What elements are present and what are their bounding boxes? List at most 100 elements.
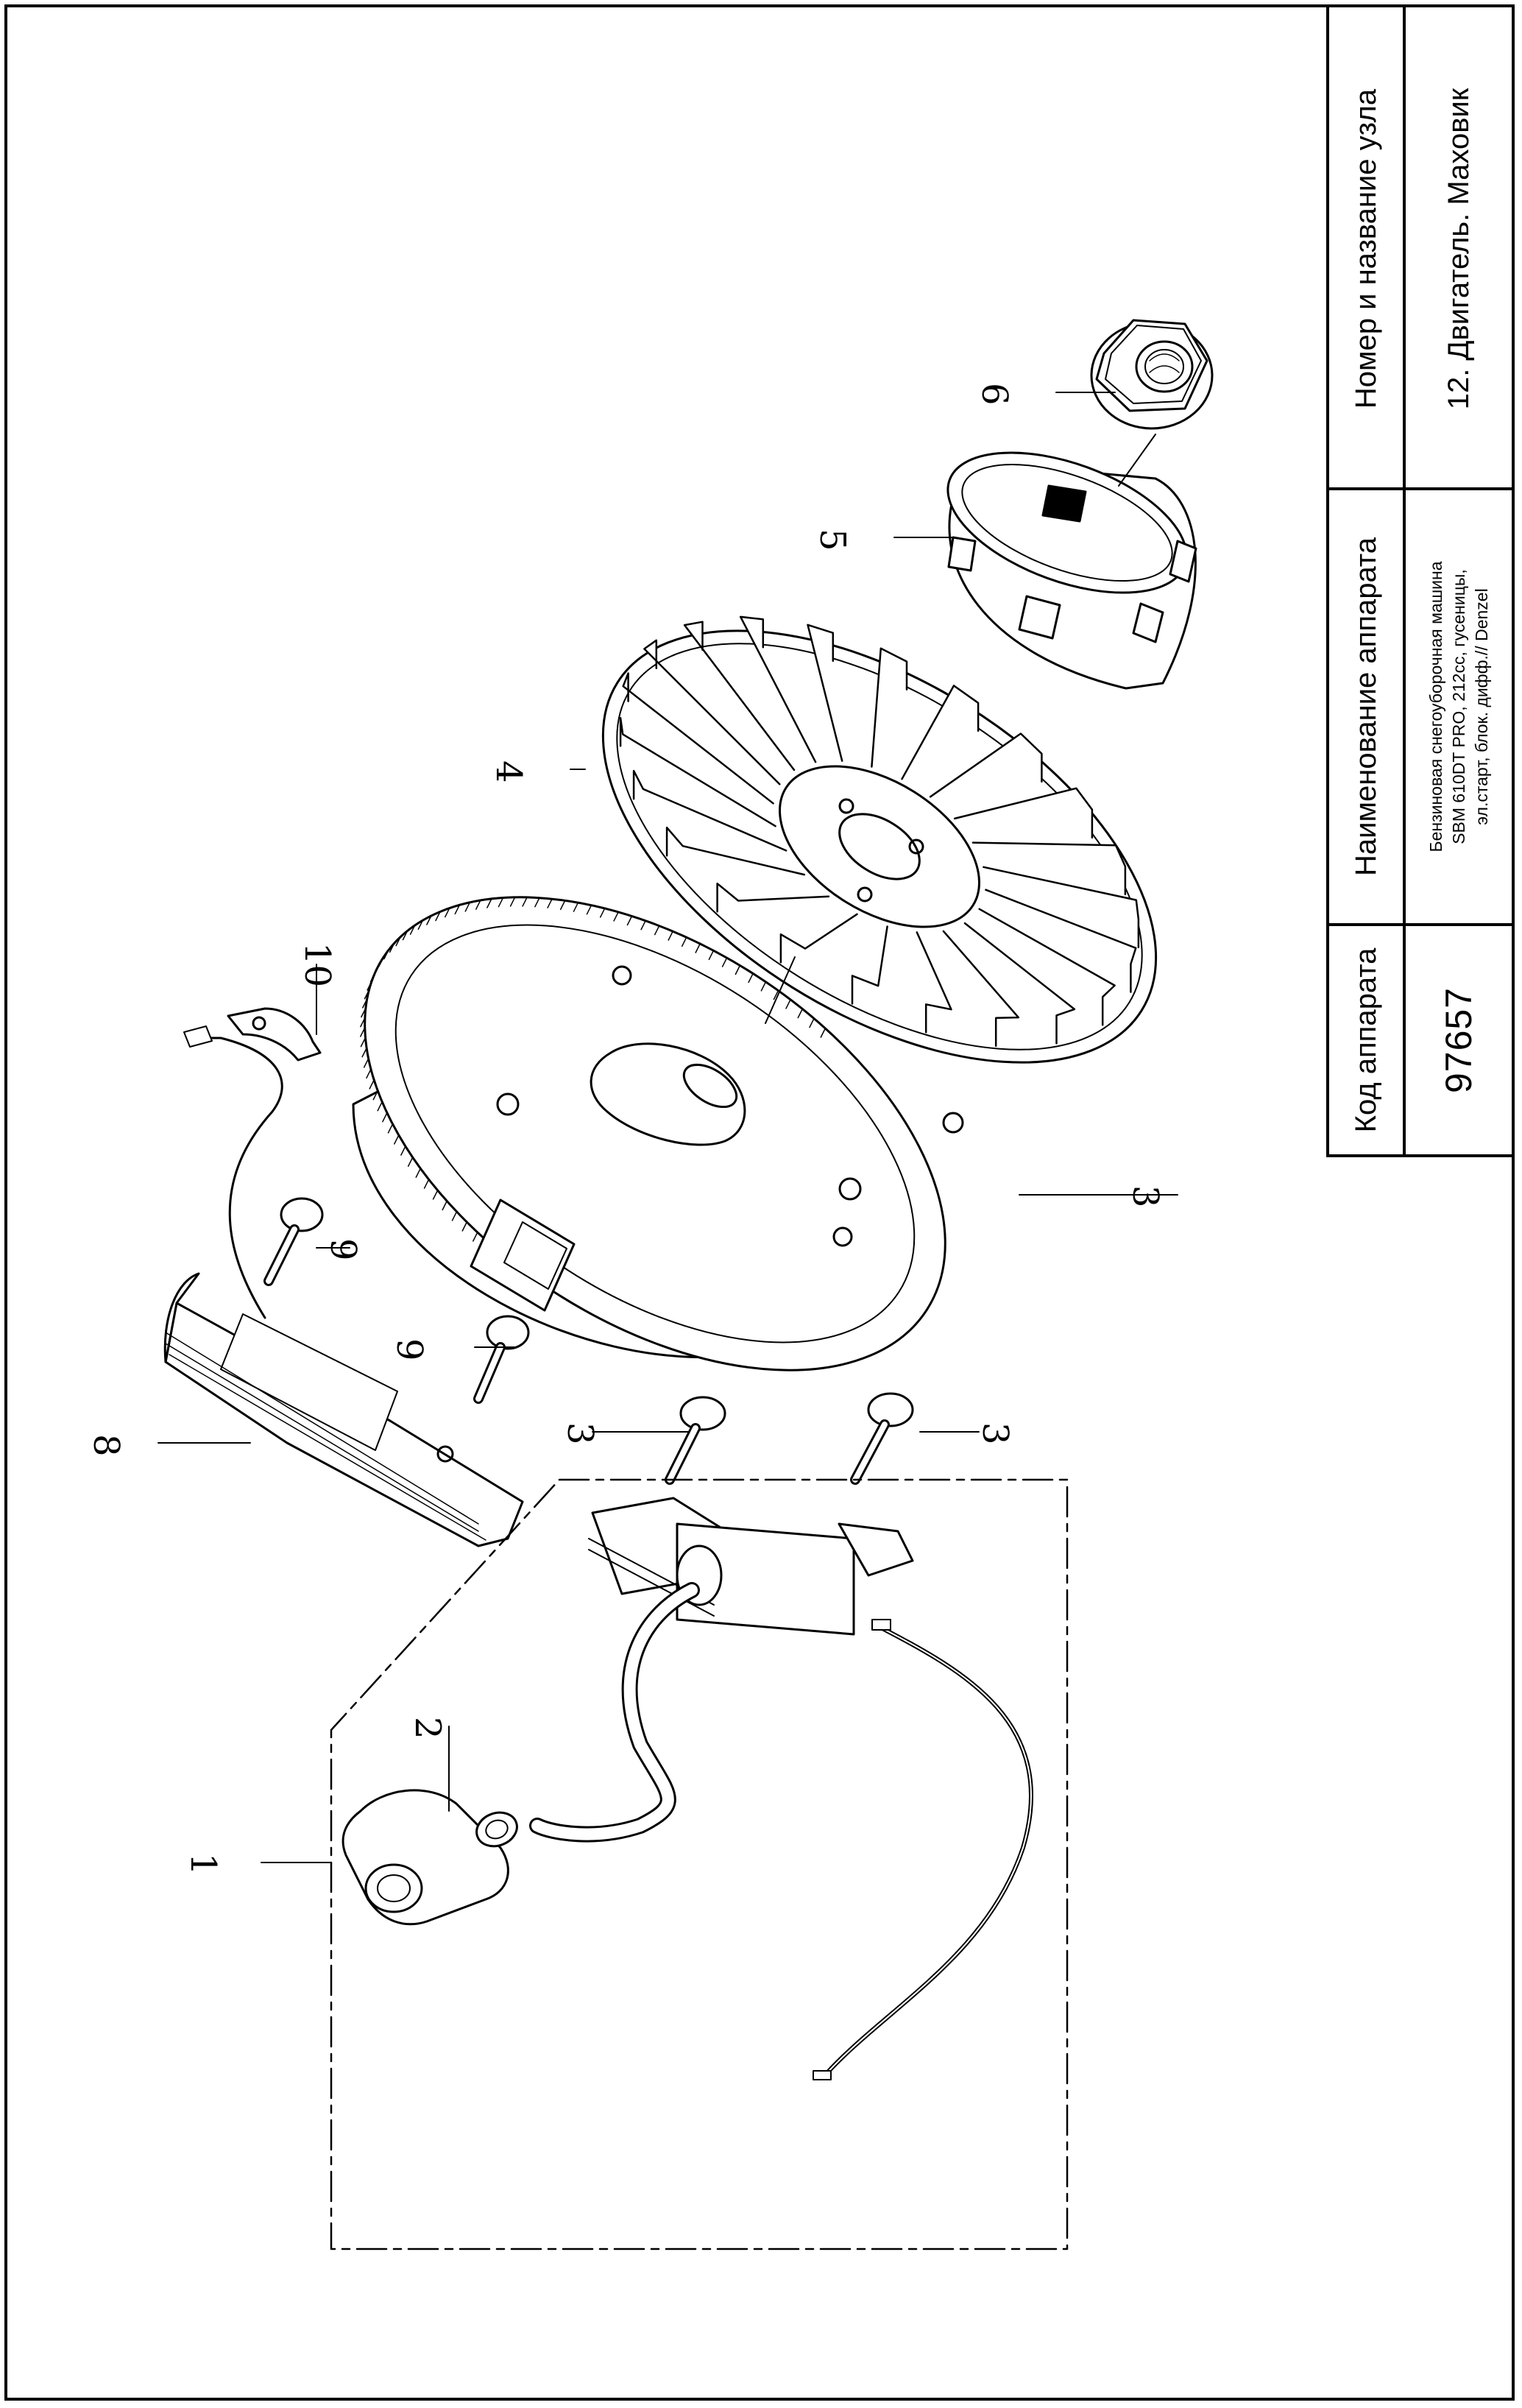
ring-gear-tooth xyxy=(360,1027,366,1037)
ring-gear-tooth xyxy=(402,930,408,941)
callout-1: 1 xyxy=(183,1853,224,1876)
fan-blade xyxy=(716,882,830,913)
ring-gear-tooth xyxy=(415,1168,422,1178)
ring-gear-tooth xyxy=(472,1232,478,1242)
part-bolt-3a xyxy=(665,1396,726,1485)
callout-9a: 9 xyxy=(322,1238,364,1261)
ring-gear-tooth xyxy=(378,956,384,967)
ring-gear-tooth xyxy=(363,1058,369,1068)
ring-gear-tooth xyxy=(785,999,791,1009)
ring-gear-tooth xyxy=(423,1179,430,1189)
ring-gear-tooth xyxy=(454,904,461,915)
ring-gear-tooth xyxy=(626,915,633,926)
ring-gear-tooth xyxy=(435,911,441,922)
ring-gear-tooth xyxy=(364,989,370,1000)
ring-gear-tooth xyxy=(475,900,481,910)
ring-gear-tooth xyxy=(377,1101,383,1112)
callout-labels: 6 5 4 3 10 9 9 8 3 3 2 1 xyxy=(85,383,1166,1876)
ring-gear-tooth xyxy=(735,964,741,975)
ring-gear-tooth xyxy=(395,936,401,947)
callout-9b: 9 xyxy=(389,1338,430,1361)
ring-gear-tooth xyxy=(374,964,380,975)
ring-gear-tooth xyxy=(360,1017,366,1028)
ring-gear-tooth xyxy=(599,908,606,918)
ring-gear-tooth xyxy=(360,1037,367,1048)
part-cooling-fan xyxy=(601,615,1158,1064)
ring-gear-tooth xyxy=(400,1145,406,1156)
ring-gear-tooth xyxy=(760,981,767,992)
fan-blade xyxy=(632,769,787,852)
ring-gear-tooth xyxy=(361,1007,367,1018)
fan-blade xyxy=(739,615,817,763)
fan-blade xyxy=(978,908,1116,1026)
fan-blade xyxy=(665,826,806,876)
callout-8: 8 xyxy=(85,1434,127,1457)
ring-gear-tooth xyxy=(547,898,553,908)
ring-gear-tooth xyxy=(748,972,754,984)
fan-blade xyxy=(851,925,888,1005)
drawing-sheet: 6 5 4 3 10 9 9 8 3 3 2 1 Код аппарата 97… xyxy=(4,4,1515,2401)
ring-gear-tooth xyxy=(383,949,389,960)
callout-10: 10 xyxy=(297,942,338,987)
fan-blade xyxy=(643,639,781,785)
ring-gear-tooth xyxy=(708,950,715,961)
ring-gear-tooth xyxy=(394,1134,400,1145)
callout-3a: 3 xyxy=(559,1422,601,1445)
part-bolt-3b xyxy=(850,1392,914,1485)
ring-gear-tooth xyxy=(654,925,660,936)
ring-gear-tooth xyxy=(409,925,416,935)
ring-gear-tooth xyxy=(773,989,779,1000)
code-value: 97657 xyxy=(1438,986,1479,1094)
unit-value: 12. Двигатель. Маховик xyxy=(1442,88,1475,410)
ring-gear-tooth xyxy=(820,1028,827,1038)
ring-gear-tooth xyxy=(809,1017,815,1028)
ring-gear-tooth xyxy=(498,897,504,908)
exploded-parts-diagram: 6 5 4 3 10 9 9 8 3 3 2 1 xyxy=(85,319,1214,2250)
ring-gear-tooth xyxy=(382,1112,388,1123)
part-ignition-coil xyxy=(529,1497,1033,2080)
fan-blade xyxy=(985,889,1137,993)
ring-gear-tooth xyxy=(361,1047,367,1058)
fan-blade xyxy=(807,624,843,762)
ring-gear-tooth xyxy=(559,900,566,911)
part-bolt-9a xyxy=(263,1197,324,1286)
callout-5: 4 xyxy=(488,760,529,783)
code-header: Код аппарата xyxy=(1349,947,1382,1133)
callout-2: 2 xyxy=(407,1717,448,1740)
unit-header: Номер и название узла xyxy=(1349,88,1382,409)
fan-blade xyxy=(683,621,796,772)
fan-blade xyxy=(963,922,1076,1045)
ignition-assembly-boundary xyxy=(330,1478,1069,2250)
ring-gear-tooth xyxy=(362,998,368,1009)
ring-gear-tooth xyxy=(797,1008,804,1019)
fan-blade xyxy=(971,841,1127,896)
device-name-line-3: эл.старт, блок. дифф.// Denzel xyxy=(1471,588,1491,825)
fan-blade xyxy=(779,913,858,964)
callout-4: 3 xyxy=(1125,1185,1166,1208)
ring-gear-tooth xyxy=(369,1079,375,1090)
ring-gear-tooth xyxy=(695,943,701,953)
fan-blade xyxy=(942,930,1020,1048)
ring-gear-tooth xyxy=(389,942,395,953)
ring-gear-tooth xyxy=(407,1157,414,1167)
device-name: Бензиновая снегоуборочная машина SBM 610… xyxy=(1406,490,1512,923)
callout-6: 5 xyxy=(812,529,853,551)
ring-gear-tooth xyxy=(721,957,728,967)
ring-gear-tooth xyxy=(640,919,646,931)
part-ground-terminal xyxy=(227,1007,322,1062)
ring-gear-tooth xyxy=(445,907,450,918)
part-flywheel xyxy=(352,896,964,1371)
fan-blade xyxy=(871,647,908,768)
part-bolt-9b xyxy=(473,1315,530,1404)
ring-gear-tooth xyxy=(367,981,372,991)
ring-gear-tooth xyxy=(366,1068,372,1079)
ring-gear-tooth xyxy=(426,915,432,925)
part-spark-plug-cap xyxy=(341,1789,518,1926)
callout-3b: 3 xyxy=(974,1422,1016,1445)
fan-blade xyxy=(929,732,1043,798)
leader-lines xyxy=(157,392,1178,1863)
fan-blade xyxy=(983,866,1140,948)
ring-gear-tooth xyxy=(509,897,516,907)
fan-blade xyxy=(622,672,774,805)
ring-gear-tooth xyxy=(586,904,592,915)
